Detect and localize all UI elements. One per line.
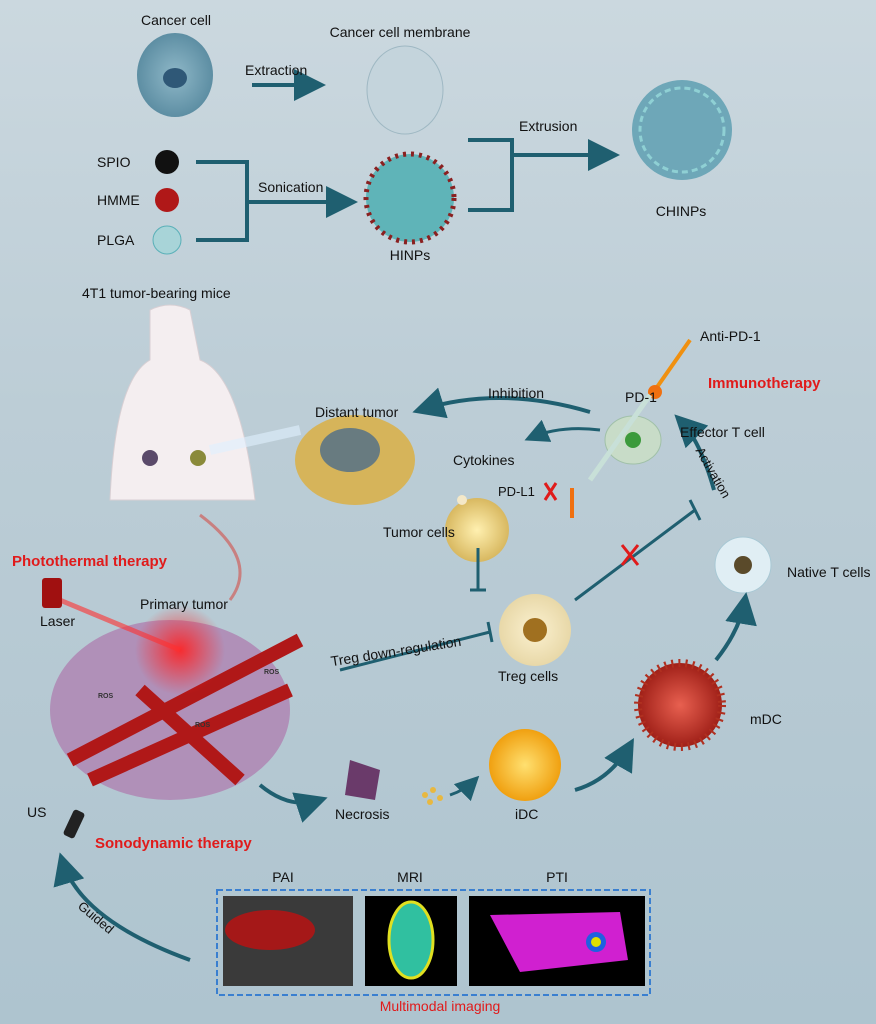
label-ros-3: ROS: [195, 722, 211, 729]
label-hmme: HMME: [97, 192, 140, 208]
distant-tumor-icon: [295, 415, 415, 505]
label-mdc: mDC: [750, 711, 782, 727]
guided-arrow: [53, 852, 191, 962]
cancer-cell-icon: [137, 33, 213, 117]
label-anti-pd1: Anti-PD-1: [700, 328, 761, 344]
label-membrane: Cancer cell membrane: [329, 24, 471, 40]
ultrasound-probe-icon: [63, 809, 85, 839]
chinps-icon: [632, 80, 732, 180]
label-laser: Laser: [40, 613, 76, 629]
necrosis-icon: [345, 760, 380, 800]
hmme-icon: [155, 188, 179, 212]
label-tumor-cells: Tumor cells: [383, 524, 455, 540]
label-plga: PLGA: [97, 232, 135, 248]
label-distant-tumor: Distant tumor: [315, 404, 399, 420]
label-hinps: HINPs: [389, 247, 431, 263]
label-pd1: PD-1: [625, 389, 657, 405]
label-treg-cells: Treg cells: [498, 668, 559, 684]
label-immunotherapy: Immunotherapy: [708, 375, 821, 392]
label-spio: SPIO: [97, 154, 131, 170]
label-chinps: CHINPs: [655, 203, 707, 219]
label-cytokines: Cytokines: [453, 452, 515, 468]
label-extraction: Extraction: [245, 62, 308, 78]
label-extrusion: Extrusion: [519, 118, 578, 134]
label-ros-1: ROS: [98, 693, 114, 700]
laser-beam: [54, 595, 181, 653]
label-us: US: [27, 804, 47, 820]
spio-icon: [155, 150, 179, 174]
label-native-t: Native T cells: [787, 564, 871, 580]
laser-icon: [42, 578, 62, 608]
idc-icon: [489, 729, 561, 801]
label-pdl1: PD-L1: [498, 484, 535, 499]
plga-icon: [152, 225, 182, 255]
label-ros-2: ROS: [264, 669, 280, 676]
anti-pd1-icon: [653, 338, 692, 392]
hinps-icon: [363, 151, 457, 245]
label-pti: PTI: [546, 869, 568, 885]
tumor-cell-icon: [445, 498, 509, 562]
label-primary-tumor: Primary tumor: [140, 596, 228, 612]
label-mri: MRI: [397, 869, 423, 885]
label-sonodynamic: Sonodynamic therapy: [95, 835, 252, 852]
membrane-icon: [366, 45, 444, 135]
label-idc: iDC: [515, 806, 539, 822]
mdc-icon: [634, 659, 726, 751]
label-effector-t: Effector T cell: [680, 424, 765, 440]
label-photothermal: Photothermal therapy: [12, 553, 168, 570]
label-inhibition: Inhibition: [488, 385, 545, 401]
label-pai: PAI: [272, 869, 294, 885]
label-multimodal-imaging: Multimodal imaging: [379, 998, 501, 1014]
primary-tumor-icon: [50, 605, 304, 800]
label-cancer-cell: Cancer cell: [140, 12, 212, 28]
label-mice: 4T1 tumor-bearing mice: [82, 285, 231, 301]
label-necrosis: Necrosis: [335, 806, 390, 822]
imaging-box: [216, 889, 651, 996]
label-sonication: Sonication: [258, 179, 324, 195]
